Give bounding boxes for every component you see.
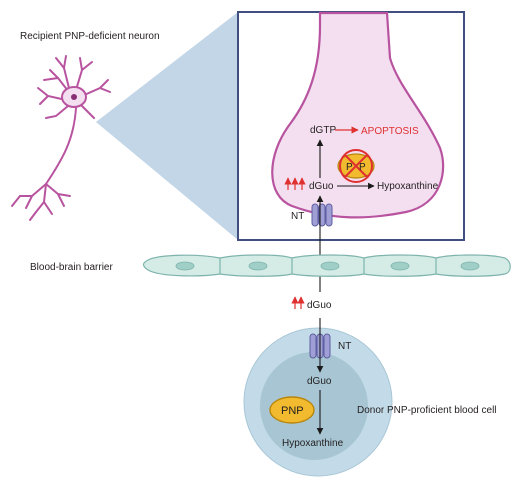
pnp-enzyme — [269, 396, 315, 424]
blocked-pnp-letter-1: P — [346, 162, 353, 173]
dguo-blood-label: dGuo — [307, 300, 332, 311]
zoom-cone — [96, 12, 238, 240]
increase-arrows-neuron — [284, 177, 306, 190]
donor-cell-nucleus — [260, 352, 368, 460]
dguo-neuron-label: dGuo — [309, 181, 334, 192]
axon-terminal — [271, 11, 445, 219]
bbb-nuclei — [175, 261, 480, 271]
apoptosis-label: APOPTOSIS — [361, 126, 419, 137]
pnp-enzyme-label: PNP — [281, 405, 304, 417]
hypoxanthine-cell-label: Hypoxanthine — [282, 438, 344, 449]
hypoxanthine-neuron-label: Hypoxanthine — [377, 181, 439, 192]
neuron-nucleus — [71, 94, 77, 100]
donor-cell-label: Donor PNP-proficient blood cell — [357, 405, 497, 416]
recipient-neuron-label: Recipient PNP-deficient neuron — [20, 31, 160, 42]
bbb-label: Blood-brain barrier — [30, 262, 113, 273]
blocked-pnp-icon: P P — [337, 149, 375, 183]
nt-membrane-label: NT — [291, 211, 304, 222]
dgtp-label: dGTP — [310, 125, 336, 136]
increase-arrows-blood — [291, 296, 305, 309]
nt-cell-label: NT — [338, 341, 351, 352]
nt-transporter-membrane — [311, 203, 333, 227]
neuron-illustration — [11, 55, 111, 221]
blocked-pnp-letter-2: P — [359, 162, 366, 173]
dguo-cell-label: dGuo — [307, 376, 332, 387]
